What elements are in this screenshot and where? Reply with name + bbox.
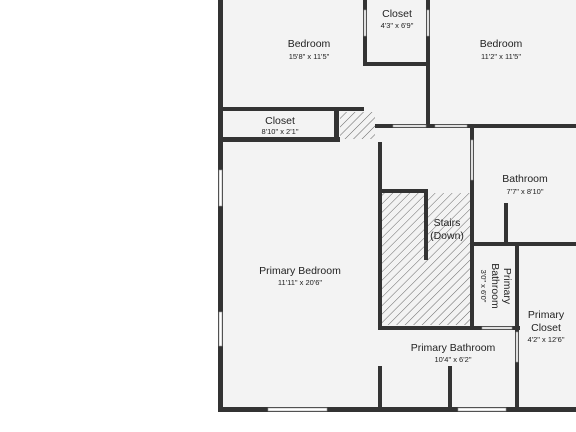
room-name: Closet: [382, 8, 412, 20]
room-bedroom-right: Bedroom 11'2" x 11'5": [480, 38, 523, 61]
room-name: Bathroom: [502, 173, 548, 185]
room-dimensions: 8'10" x 2'1": [262, 127, 299, 136]
room-name-line2: (Down): [430, 230, 464, 242]
room-primary-bathroom: Primary Bathroom 10'4" x 6'2": [411, 342, 496, 364]
room-small-bath: Primary Bathroom 3'0" x 6'0": [479, 263, 513, 309]
room-name-line1: Primary: [501, 268, 513, 305]
chase-hatch: [340, 112, 375, 139]
room-name-line1: Primary: [528, 309, 565, 321]
room-name: Bedroom: [480, 38, 523, 50]
room-primary-closet: Primary Closet 4'2" x 12'6": [528, 309, 565, 344]
room-dimensions: 11'11" x 20'6": [278, 278, 323, 287]
room-name: Primary Bedroom: [259, 265, 341, 277]
room-closet-left: Closet 8'10" x 2'1": [262, 115, 299, 136]
room-dimensions: 11'2" x 11'5": [481, 52, 521, 61]
room-name-line2: Closet: [531, 322, 561, 334]
room-dimensions: 15'8" x 11'5": [289, 52, 330, 61]
room-stairs: Stairs (Down): [430, 217, 464, 242]
room-name: Closet: [265, 115, 295, 127]
room-name: Bedroom: [288, 38, 331, 50]
room-name-line1: Stairs: [434, 217, 461, 229]
windows: [218, 9, 519, 412]
room-dimensions: 4'2" x 12'6": [528, 335, 565, 344]
room-name-line2: Bathroom: [489, 263, 501, 309]
room-dimensions: 7'7" x 8'10": [507, 187, 544, 196]
room-dimensions: 10'4" x 6'2": [435, 355, 472, 364]
room-dimensions: 4'3" x 6'9": [381, 21, 414, 30]
room-dimensions: 3'0" x 6'0": [479, 270, 488, 303]
room-bedroom-left: Bedroom 15'8" x 11'5": [288, 38, 331, 61]
room-closet-top: Closet 4'3" x 6'9": [381, 8, 414, 30]
room-bathroom: Bathroom 7'7" x 8'10": [502, 173, 548, 196]
room-primary-bedroom: Primary Bedroom 11'11" x 20'6": [259, 265, 341, 287]
room-name: Primary Bathroom: [411, 342, 496, 354]
